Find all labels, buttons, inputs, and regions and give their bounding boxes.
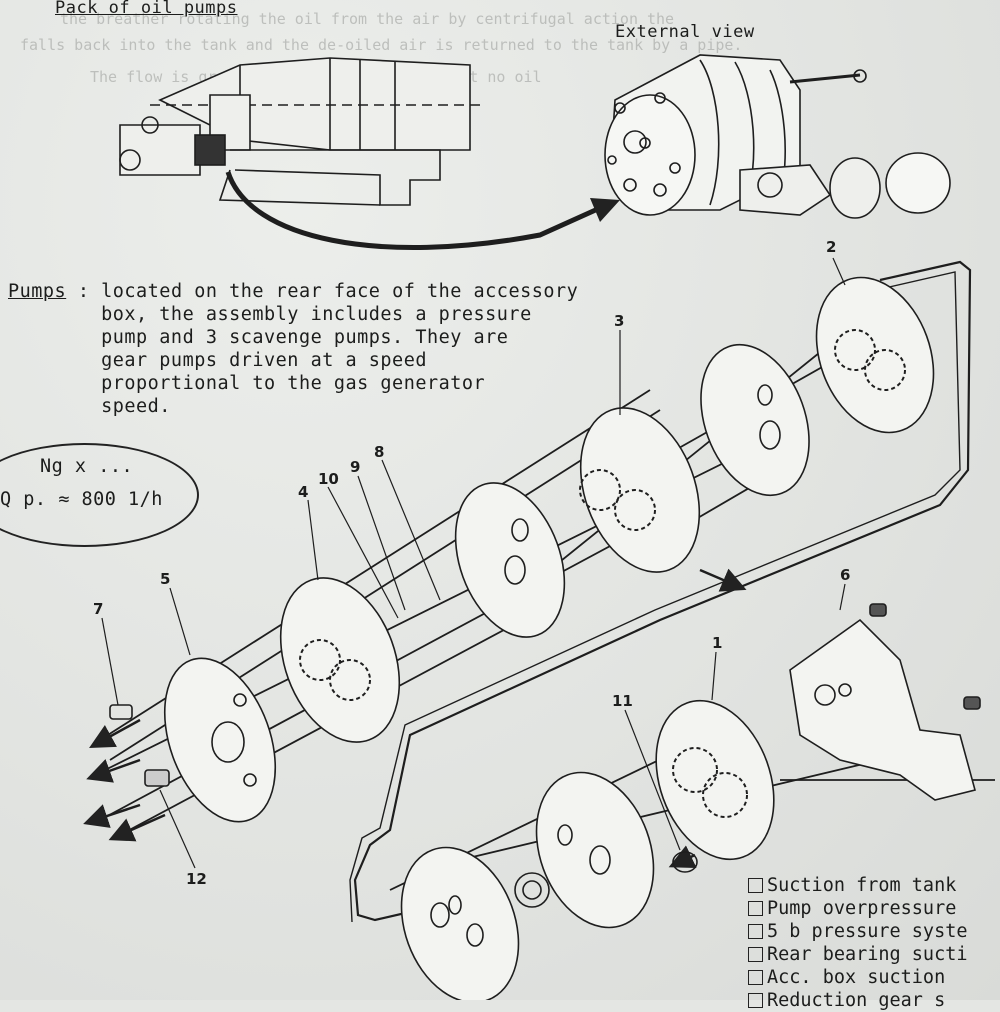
bleed-through-text: the breather rotating the oil from the a…: [60, 10, 675, 28]
flow-formula: Q p. ≈ 800 1/h: [0, 489, 163, 510]
legend-item: Acc. box suction: [748, 966, 1000, 989]
external-view-label: External view: [615, 22, 755, 42]
pumps-description: Pumps : located on the rear face of the …: [8, 280, 578, 418]
pumps-line: : located on the rear face of the access…: [66, 281, 579, 302]
bleed-through-text: falls back into the tank and the de-oile…: [20, 36, 743, 54]
legend-checkbox: [748, 993, 763, 1008]
legend-label: Reduction gear s: [767, 990, 946, 1011]
callout-label: 10: [318, 470, 339, 488]
pumps-line: proportional to the gas generator: [8, 373, 486, 394]
engine-sketch: [119, 57, 485, 206]
callout-label: 2: [826, 238, 837, 256]
legend-item: 5 b pressure syste: [748, 920, 1000, 943]
legend-label: Rear bearing sucti: [767, 944, 968, 965]
legend-checkbox: [748, 970, 763, 985]
legend-checkbox: [748, 901, 763, 916]
legend-item: Suction from tank: [748, 874, 1000, 897]
callout-label: 4: [298, 483, 309, 501]
formula-ellipse: [0, 443, 199, 547]
callout-label: 11: [612, 692, 633, 710]
legend-checkbox: [748, 924, 763, 939]
pumps-line: speed.: [8, 396, 171, 417]
pumps-line: gear pumps driven at a speed: [8, 350, 427, 371]
legend-item: Reduction gear s: [748, 989, 1000, 1012]
pumps-line: box, the assembly includes a pressure: [8, 304, 532, 325]
section-title: Pack of oil pumps: [55, 0, 238, 18]
legend-item: Pump overpressure: [748, 897, 1000, 920]
callout-label: 6: [840, 566, 851, 584]
callout-label: 9: [350, 458, 361, 476]
external-view-sketch: [604, 54, 951, 219]
legend: Suction from tank Pump overpressure 5 b …: [748, 874, 1000, 1012]
legend-label: 5 b pressure syste: [767, 921, 968, 942]
callout-label: 3: [614, 312, 625, 330]
callout-label: 8: [374, 443, 385, 461]
pumps-heading: Pumps: [8, 281, 67, 302]
pumps-line: pump and 3 scavenge pumps. They are: [8, 327, 509, 348]
legend-label: Acc. box suction: [767, 967, 946, 988]
legend-label: Suction from tank: [767, 875, 957, 896]
callout-label: 12: [186, 870, 207, 888]
legend-label: Pump overpressure: [767, 898, 957, 919]
ng-formula: Ng x ...: [40, 456, 134, 477]
callout-label: 1: [712, 634, 723, 652]
legend-checkbox: [748, 878, 763, 893]
legend-checkbox: [748, 947, 763, 962]
callout-label: 5: [160, 570, 171, 588]
callout-label: 7: [93, 600, 104, 618]
legend-item: Rear bearing sucti: [748, 943, 1000, 966]
